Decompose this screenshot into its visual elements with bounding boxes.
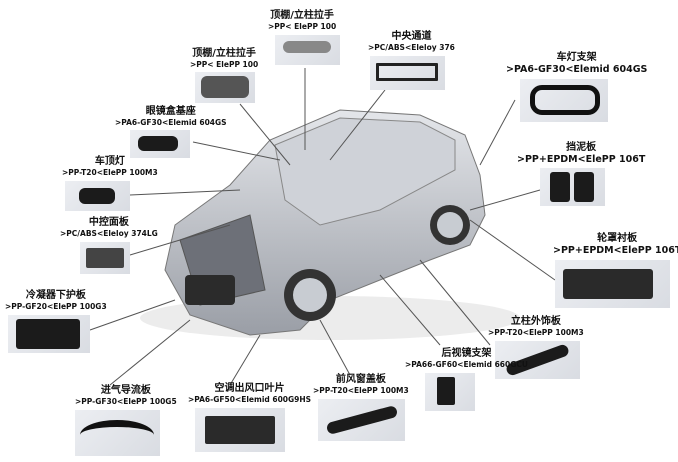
- part-label: 顶棚/立柱拉手>PP< ElePP 100: [190, 48, 258, 70]
- part-thumbnail: [8, 315, 90, 353]
- part-label: 轮罩衬板>PP+EPDM<ElePP 106T: [553, 233, 678, 257]
- part-name: 立柱外饰板: [510, 316, 561, 327]
- part-material: >PP-T20<ElePP 100M3: [313, 386, 409, 395]
- part-label: 眼镜盒基座>PA6-GF30<Elemid 604GS: [115, 106, 227, 128]
- part-label: 空调出风口叶片>PA6-GF50<Elemid 600G9HS: [188, 383, 311, 405]
- part-thumbnail: [370, 56, 445, 90]
- part-thumbnail: [75, 410, 160, 456]
- part-material: >PA6-GF30<Elemid 604GS: [115, 118, 227, 127]
- part-name: 冷凝器下护板: [25, 290, 86, 301]
- part-label: 车灯支架>PA6-GF30<Elemid 604GS: [506, 52, 647, 76]
- part-name: 轮罩衬板: [597, 233, 638, 244]
- part-material: >PP-T20<ElePP 100M3: [62, 168, 158, 177]
- part-name: 挡泥板: [566, 142, 597, 153]
- part-thumbnail: [540, 168, 605, 206]
- part-name: 中央通道: [391, 31, 432, 42]
- part-name: 空调出风口叶片: [214, 383, 285, 394]
- part-material: >PP< ElePP 100: [190, 60, 259, 69]
- part-material: >PA6-GF30<Elemid 604GS: [506, 64, 648, 75]
- part-name: 车顶灯: [94, 156, 125, 167]
- part-material: >PC/ABS<Eleloy 374LG: [60, 229, 158, 238]
- part-name: 后视镜支架: [441, 348, 492, 359]
- part-thumbnail: [318, 399, 405, 441]
- part-material: >PP+EPDM<ElePP 106T: [517, 154, 646, 165]
- part-thumbnail: [130, 130, 190, 158]
- part-thumbnail: [195, 408, 285, 452]
- part-material: >PA6-GF50<Elemid 600G9HS: [188, 395, 312, 404]
- part-name: 眼镜盒基座: [145, 106, 196, 117]
- part-label: 中控面板>PC/ABS<Eleloy 374LG: [60, 217, 158, 239]
- part-thumbnail: [495, 341, 580, 379]
- part-label: 顶棚/立柱拉手>PP< ElePP 100: [268, 10, 336, 32]
- part-label: 立柱外饰板>PP-T20<ElePP 100M3: [488, 316, 584, 338]
- part-label: 前风窗盖板>PP-T20<ElePP 100M3: [313, 374, 409, 396]
- part-name: 前风窗盖板: [335, 374, 386, 385]
- part-label: 进气导流板>PP-GF30<ElePP 100G5: [75, 385, 177, 407]
- part-label: 后视镜支架>PA66-GF60<Elemid 660GCU: [405, 348, 528, 370]
- part-name: 进气导流板: [100, 385, 151, 396]
- part-material: >PA66-GF60<Elemid 660GCU: [405, 360, 528, 369]
- part-thumbnail: [80, 242, 130, 274]
- part-material: >PC/ABS<Eleloy 376: [368, 43, 455, 52]
- part-name: 顶棚/立柱拉手: [270, 10, 334, 21]
- part-name: 车灯支架: [556, 52, 597, 63]
- part-name: 顶棚/立柱拉手: [192, 48, 256, 59]
- part-thumbnail: [555, 260, 670, 308]
- part-thumbnail: [520, 79, 608, 122]
- part-label: 冷凝器下护板>PP-GF20<ElePP 100G3: [5, 290, 107, 312]
- part-material: >PP-GF20<ElePP 100G3: [5, 302, 107, 311]
- part-thumbnail: [195, 72, 255, 103]
- part-material: >PP< ElePP 100: [268, 22, 337, 31]
- part-name: 中控面板: [88, 217, 129, 228]
- part-label: 挡泥板>PP+EPDM<ElePP 106T: [517, 142, 645, 166]
- part-material: >PP-T20<ElePP 100M3: [488, 328, 584, 337]
- part-material: >PP-GF30<ElePP 100G5: [75, 397, 177, 406]
- part-label: 车顶灯>PP-T20<ElePP 100M3: [62, 156, 158, 178]
- part-material: >PP+EPDM<ElePP 106T: [553, 245, 678, 256]
- part-thumbnail: [425, 373, 475, 411]
- part-thumbnail: [275, 35, 340, 65]
- part-label: 中央通道>PC/ABS<Eleloy 376: [368, 31, 455, 53]
- part-thumbnail: [65, 181, 130, 211]
